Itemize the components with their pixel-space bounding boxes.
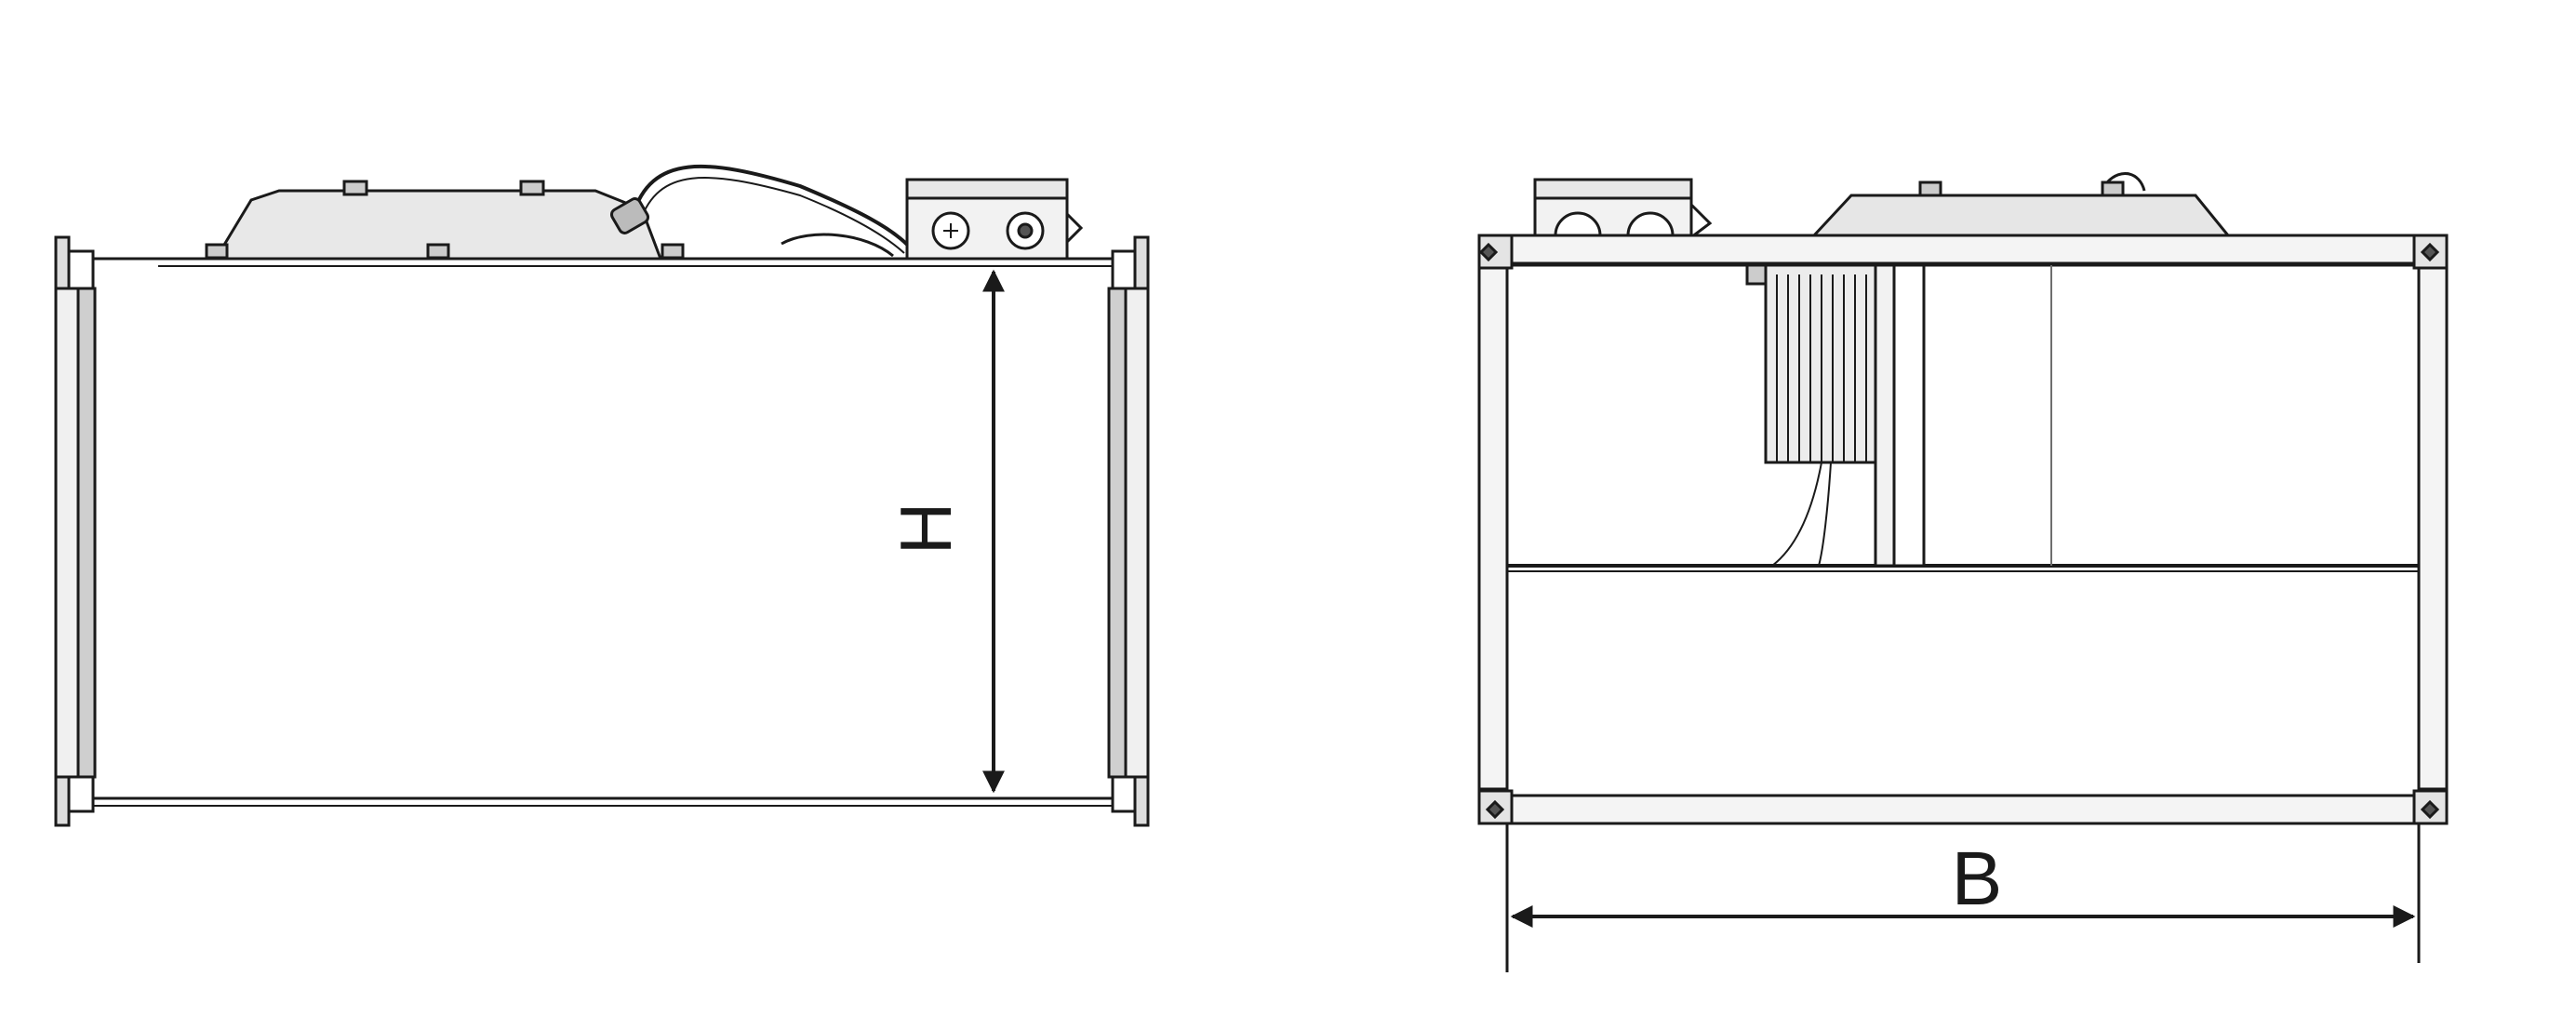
width-dimension <box>1505 823 2421 972</box>
front-motor-cover <box>1810 172 2232 237</box>
side-body <box>93 257 1144 807</box>
power-cable <box>609 164 914 258</box>
motor-cover <box>205 180 685 261</box>
front-frame <box>1477 234 2449 825</box>
left-flange <box>54 235 97 827</box>
right-flange <box>1107 235 1150 827</box>
dimension-label-b: B <box>1952 836 2003 921</box>
corner-brackets <box>1477 234 2449 825</box>
front-view <box>1477 172 2449 972</box>
dimension-label-h: H <box>885 502 967 555</box>
front-junction-box <box>1533 178 1713 239</box>
side-view <box>54 164 1150 827</box>
fan-impeller <box>1745 263 1926 568</box>
junction-box <box>905 178 1084 261</box>
